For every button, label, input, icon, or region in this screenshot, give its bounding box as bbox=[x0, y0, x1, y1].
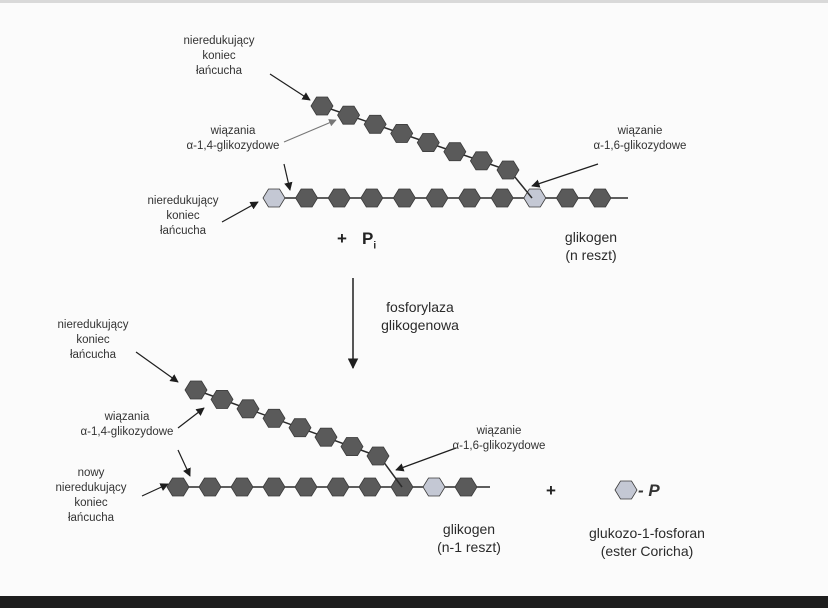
bottom-main-residue bbox=[326, 477, 350, 497]
top-main-residue bbox=[458, 188, 482, 208]
bottom-main-residue bbox=[454, 477, 478, 497]
bottom-main-residue bbox=[230, 477, 254, 497]
top-branch-residues bbox=[310, 96, 520, 180]
bottom-main-chain-residues bbox=[166, 477, 478, 497]
arrow-top-bond-to-main bbox=[283, 163, 293, 191]
bottom-main-chain bbox=[166, 477, 490, 497]
bottom-label-new-nonreducing: nowy nieredukujący koniec łańcucha bbox=[55, 467, 127, 524]
top-label-bond-16: wiązanie α-1,6-glikozydowe bbox=[593, 125, 687, 152]
arrow-bottom-bond-to-branch bbox=[177, 407, 205, 429]
top-branch-residue bbox=[416, 133, 440, 152]
top-main-residue bbox=[392, 188, 416, 208]
bottom-glycogen-label: glikogen (n-1 reszt) bbox=[437, 521, 501, 555]
bottom-branch-residue bbox=[236, 399, 260, 419]
bottom-main-residue bbox=[294, 477, 318, 497]
top-main-residue bbox=[588, 188, 612, 208]
bottom-plus-sign: + bbox=[546, 481, 556, 500]
arrow-top-nonreducing-branch bbox=[269, 73, 311, 101]
top-main-residue bbox=[425, 188, 449, 208]
bottom-branch-residue bbox=[366, 446, 390, 466]
phosphate-mark: - P bbox=[638, 481, 660, 500]
top-label-nonreducing-main: nieredukujący koniec łańcucha bbox=[147, 195, 219, 237]
bottom-main-residue bbox=[198, 477, 222, 497]
bottom-branch-residue bbox=[314, 427, 338, 447]
bottom-branch-residue bbox=[184, 380, 208, 400]
top-branch-residue bbox=[363, 114, 387, 134]
top-branch-residue bbox=[496, 160, 520, 180]
product-label: glukozo-1-fosforan (ester Coricha) bbox=[589, 525, 705, 559]
top-main-light-residue bbox=[262, 188, 286, 208]
bottom-label-bond-16: wiązanie α-1,6-glikozydowe bbox=[452, 425, 546, 452]
top-plus-sign: + bbox=[337, 229, 347, 248]
bottom-main-residue bbox=[358, 477, 382, 497]
arrow-bottom-bond-16 bbox=[395, 447, 457, 472]
top-label-nonreducing-branch: nieredukujący koniec łańcucha bbox=[183, 35, 255, 77]
bottom-label-bonds-14: wiązania α-1,4-glikozydowe bbox=[80, 411, 174, 438]
bottom-branch-residue bbox=[340, 437, 364, 456]
top-main-residue bbox=[327, 188, 351, 208]
top-branch-chain bbox=[310, 96, 533, 199]
arrow-bottom-nonreducing-branch bbox=[135, 351, 179, 383]
arrow-bottom-new-nonreducing bbox=[141, 483, 169, 497]
top-main-chain bbox=[262, 188, 628, 208]
top-branch-residue bbox=[337, 105, 361, 125]
enzyme-label: fosforylaza glikogenowa bbox=[381, 299, 459, 333]
bottom-main-residue bbox=[262, 477, 286, 497]
top-inorganic-phosphate: Pi bbox=[362, 229, 376, 251]
top-border bbox=[0, 0, 828, 3]
bottom-branch-residue bbox=[288, 418, 312, 438]
top-branch-residue bbox=[443, 142, 467, 162]
top-branch-residue bbox=[390, 124, 414, 143]
top-main-residue bbox=[360, 188, 384, 208]
arrow-bottom-bond-to-main bbox=[177, 449, 191, 477]
released-glucose-hexagon bbox=[614, 480, 638, 500]
top-main-light-residue bbox=[523, 188, 547, 208]
bottom-branch-chain bbox=[184, 380, 403, 488]
top-main-chain-residues bbox=[262, 188, 612, 208]
bottom-border bbox=[0, 596, 828, 608]
bottom-main-residue bbox=[166, 477, 190, 497]
top-glycogen-label: glikogen (n reszt) bbox=[564, 229, 618, 263]
top-label-bonds-14: wiązania α-1,4-glikozydowe bbox=[186, 125, 280, 152]
released-glucose-residue bbox=[614, 480, 638, 500]
bottom-branch-residue bbox=[210, 390, 234, 409]
bottom-branch-residues bbox=[184, 380, 390, 466]
pi-symbol: P bbox=[362, 229, 374, 248]
top-main-residue bbox=[490, 188, 514, 208]
arrow-top-bond-to-branch bbox=[283, 119, 337, 143]
pi-subscript: i bbox=[373, 240, 377, 252]
bottom-label-nonreducing-branch: nieredukujący koniec łańcucha bbox=[57, 319, 129, 361]
arrow-top-bond-16 bbox=[531, 163, 599, 188]
top-main-residue bbox=[555, 188, 579, 208]
bottom-main-light-residue bbox=[422, 477, 446, 497]
arrow-top-nonreducing-main bbox=[221, 201, 259, 223]
bottom-branch-residue bbox=[262, 408, 286, 428]
top-branch-residue bbox=[310, 96, 334, 116]
top-branch-residue bbox=[469, 151, 493, 171]
top-main-residue bbox=[295, 188, 319, 208]
